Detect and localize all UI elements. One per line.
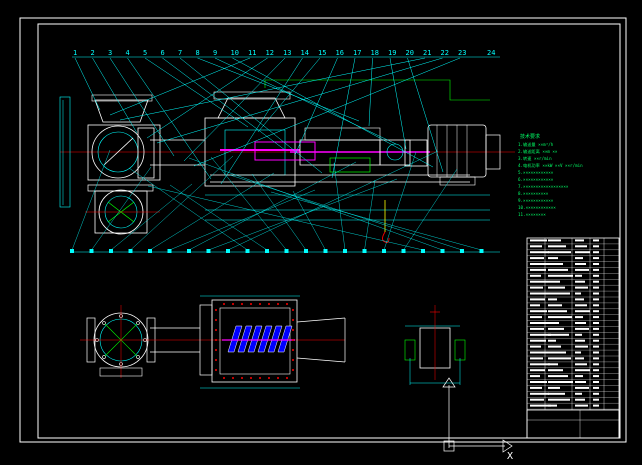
ucs-icon: X xyxy=(442,377,513,462)
balloon-20: 20 xyxy=(406,49,414,57)
note-line: 3.转速 ××r/min xyxy=(518,155,552,162)
balloon-10: 10 xyxy=(231,49,239,57)
note-line: 2.输送距离 ××m ×× xyxy=(518,148,558,155)
balloon-22: 22 xyxy=(441,49,449,57)
note-line: 8.×××××××××× xyxy=(518,191,549,196)
screw-box-plan xyxy=(199,295,346,389)
boundary-line xyxy=(264,79,490,101)
balloon-13: 13 xyxy=(283,49,291,57)
balloon-17: 17 xyxy=(353,49,361,57)
balloon-16: 16 xyxy=(336,49,344,57)
notes-title: 技术要求 xyxy=(520,133,540,140)
note-line: 7.×××××××××××××××××× xyxy=(518,184,569,189)
note-line: 9.×××××××××××× xyxy=(518,198,554,203)
balloon-1: 1 xyxy=(73,49,77,57)
note-line: 4.电机功率 ××kW ××V ××r/min xyxy=(518,162,583,169)
balloon-4: 4 xyxy=(126,49,130,57)
balloon-24: 24 xyxy=(487,49,495,57)
balloon-19: 19 xyxy=(388,49,396,57)
balloon-21: 21 xyxy=(423,49,431,57)
inner-frame xyxy=(37,23,621,439)
balloon-15: 15 xyxy=(318,49,326,57)
balloon-8: 8 xyxy=(196,49,200,57)
balloon-14: 14 xyxy=(301,49,309,57)
note-line: 1.输送量 ××m³/h xyxy=(518,141,554,148)
balloon-23: 23 xyxy=(458,49,466,57)
side-view xyxy=(404,305,466,385)
left-valve-lower xyxy=(85,184,160,235)
parts-table xyxy=(526,237,620,439)
balloon-2: 2 xyxy=(91,49,95,57)
balloon-6: 6 xyxy=(161,49,165,57)
balloon-18: 18 xyxy=(371,49,379,57)
balloon-7: 7 xyxy=(178,49,182,57)
lifting-hook xyxy=(382,200,390,243)
leader-lines xyxy=(71,57,482,251)
outer-frame xyxy=(19,17,627,443)
note-line: 5.×××××××××××× xyxy=(518,170,554,175)
balloon-5: 5 xyxy=(143,49,147,57)
motor xyxy=(427,124,501,186)
technical-notes: 技术要求 1.输送量 ××m³/h2.输送距离 ××m ××3.转速 ××r/m… xyxy=(518,133,583,217)
note-line: 11.×××××××× xyxy=(518,212,546,217)
bottom-balloons xyxy=(70,249,484,253)
note-line: 10.×××××××××××× xyxy=(518,205,556,210)
feeder-housing xyxy=(204,91,490,221)
left-valve-elevation xyxy=(59,94,205,208)
flange-plan-view xyxy=(80,305,345,378)
note-line: 6.×××××××××××× xyxy=(518,177,554,182)
ucs-x-label: X xyxy=(507,451,513,461)
balloon-3: 3 xyxy=(108,49,112,57)
balloon-12: 12 xyxy=(266,49,274,57)
balloon-11: 11 xyxy=(248,49,256,57)
shaft-coupling xyxy=(290,127,430,173)
balloon-9: 9 xyxy=(213,49,217,57)
